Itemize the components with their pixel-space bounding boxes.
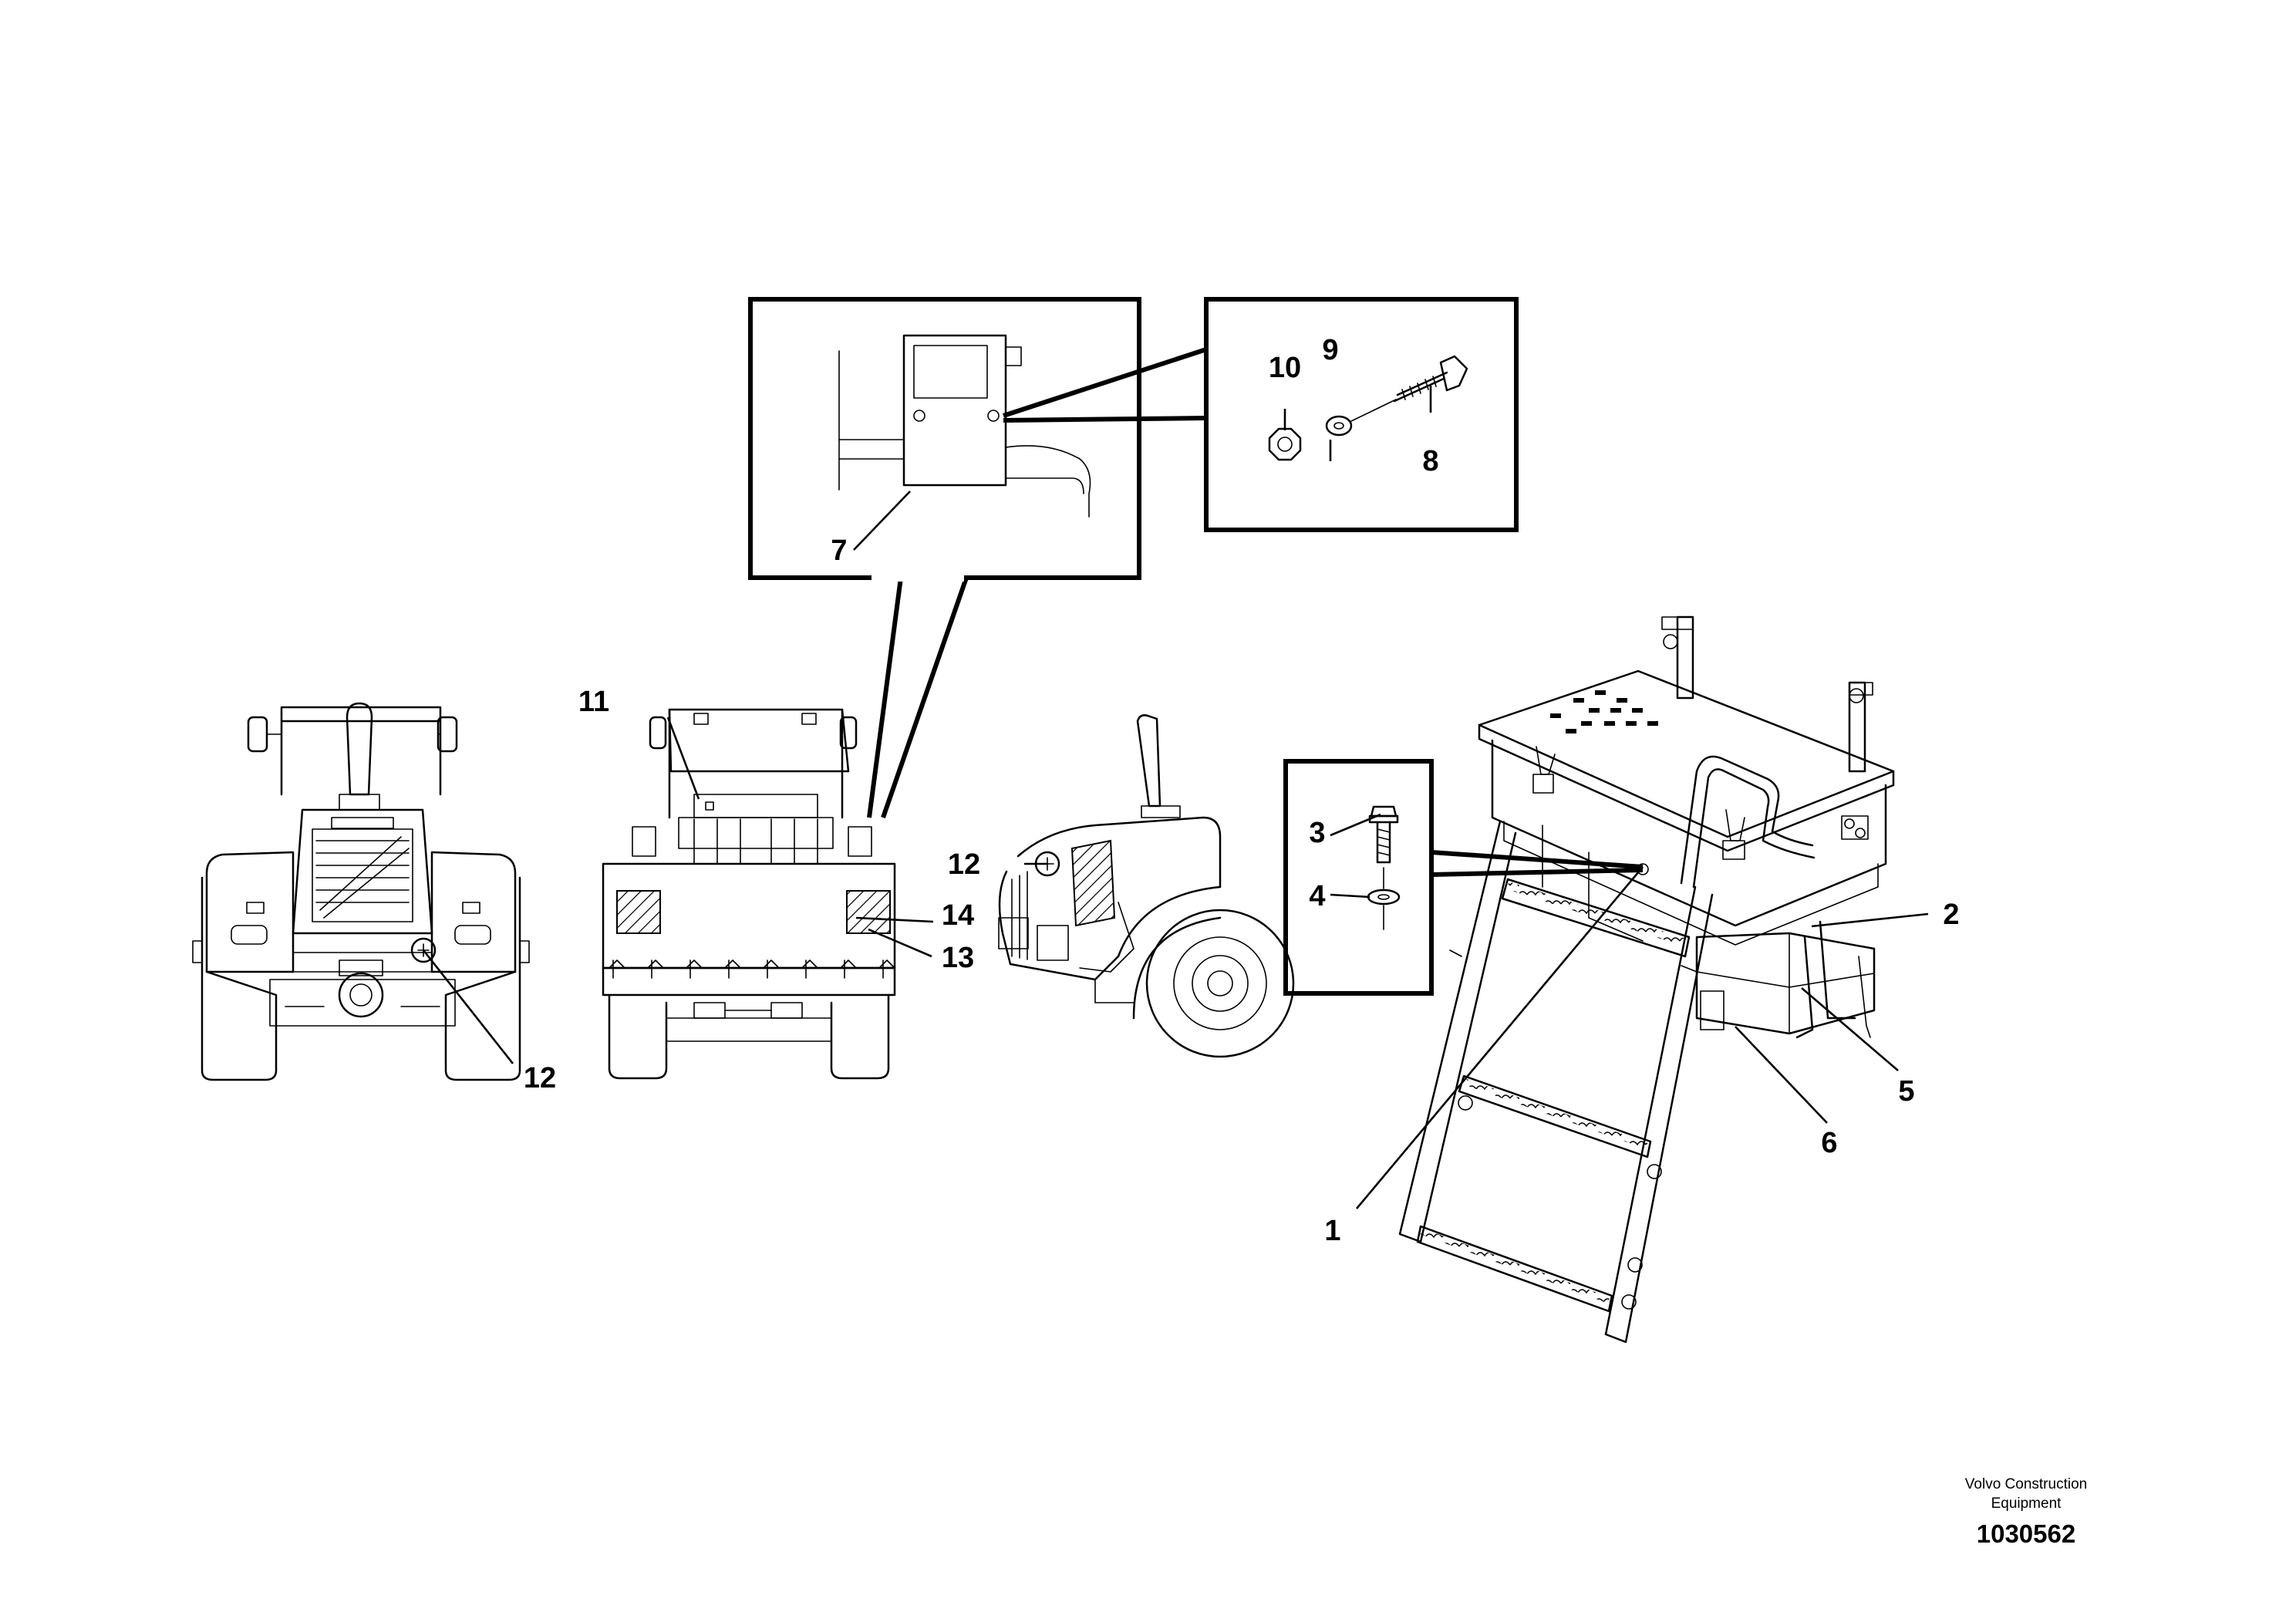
callout-10: 10: [1269, 352, 1301, 384]
callout-12-side: 12: [948, 848, 980, 881]
callout-12-front: 12: [524, 1062, 556, 1094]
detail-inset-hardware: [1003, 297, 1519, 532]
callout-14: 14: [942, 899, 974, 932]
callout-11: 11: [578, 686, 609, 718]
toolbox-ladder-assembly: [1398, 615, 1895, 1344]
detail-inset-screw: [1283, 759, 1644, 996]
callout-2: 2: [1943, 899, 1959, 931]
detail-inset-box: [748, 297, 1141, 818]
leader-lines: [422, 386, 1929, 1209]
callout-6: 6: [1821, 1127, 1837, 1159]
callout-13: 13: [942, 942, 974, 974]
footer: Volvo Construction Equipment 1030562: [1965, 1476, 2087, 1548]
credit-line-2: Equipment: [1991, 1496, 2062, 1512]
machine-front-view: [192, 702, 530, 1081]
callout-4: 4: [1309, 880, 1325, 912]
machine-rear-view: [602, 708, 896, 1080]
callout-3: 3: [1309, 817, 1325, 849]
callout-7: 7: [831, 534, 847, 567]
credit-line-1: Volvo Construction: [1965, 1476, 2087, 1492]
callout-5: 5: [1898, 1075, 1914, 1108]
callout-8: 8: [1422, 445, 1438, 477]
callout-1: 1: [1324, 1215, 1340, 1247]
callout-9: 9: [1322, 334, 1338, 366]
drawing-number: 1030562: [1977, 1519, 2075, 1548]
machine-side-view: [998, 714, 1295, 1058]
callout-labels: 1 2 3 4 5 6 7 8 9 10 11 12 12 13 14: [524, 334, 1960, 1247]
